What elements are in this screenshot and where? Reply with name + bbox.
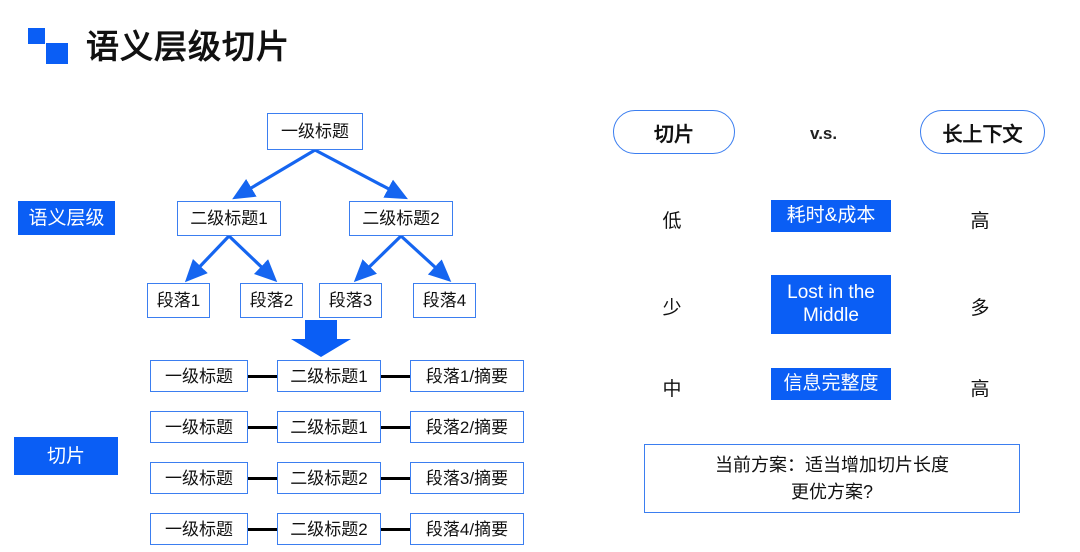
note-box: 当前方案：适当增加切片长度 更优方案? bbox=[644, 444, 1020, 513]
chain-1-h2[interactable]: 二级标题1 bbox=[277, 360, 381, 392]
chain-4-h1[interactable]: 一级标题 bbox=[150, 513, 248, 545]
label-chunk: 切片 bbox=[14, 437, 118, 475]
tree-node-para-2[interactable]: 段落2 bbox=[240, 283, 303, 318]
chain-3-h2[interactable]: 二级标题2 bbox=[277, 462, 381, 494]
chain-1-link-a bbox=[248, 375, 277, 378]
chain-4-link-a bbox=[248, 528, 277, 531]
cmp-row-2-left: 少 bbox=[662, 298, 682, 319]
tree-node-para-3[interactable]: 段落3 bbox=[319, 283, 382, 318]
cmp-row-1-left: 低 bbox=[662, 211, 682, 232]
tree-node-level2-2[interactable]: 二级标题2 bbox=[349, 201, 453, 236]
logo-square-small bbox=[28, 28, 45, 44]
chain-4-h2[interactable]: 二级标题2 bbox=[277, 513, 381, 545]
cmp-row-1-metric: 耗时&成本 bbox=[771, 200, 891, 232]
chain-3-para[interactable]: 段落3/摘要 bbox=[410, 462, 524, 494]
two-squares-logo-icon bbox=[28, 26, 74, 66]
chain-4-para[interactable]: 段落4/摘要 bbox=[410, 513, 524, 545]
page-title: 语义层级切片 bbox=[28, 26, 290, 66]
chain-2-link-b bbox=[381, 426, 410, 429]
down-arrow-icon bbox=[291, 320, 351, 357]
chain-2-link-a bbox=[248, 426, 277, 429]
page-title-text: 语义层级切片 bbox=[86, 27, 290, 65]
chain-2-h1[interactable]: 一级标题 bbox=[150, 411, 248, 443]
label-semantic-hierarchy: 语义层级 bbox=[18, 201, 115, 235]
chain-2-h2[interactable]: 二级标题1 bbox=[277, 411, 381, 443]
header-pill-long-context[interactable]: 长上下文 bbox=[920, 110, 1045, 154]
tree-node-level2-1[interactable]: 二级标题1 bbox=[177, 201, 281, 236]
chain-3-h1[interactable]: 一级标题 bbox=[150, 462, 248, 494]
chain-2-para[interactable]: 段落2/摘要 bbox=[410, 411, 524, 443]
chain-1-h1[interactable]: 一级标题 bbox=[150, 360, 248, 392]
cmp-row-3-right: 高 bbox=[970, 379, 990, 400]
cmp-row-1-right: 高 bbox=[970, 211, 990, 232]
logo-square-large bbox=[46, 43, 68, 64]
tree-node-para-1[interactable]: 段落1 bbox=[147, 283, 210, 318]
chain-3-link-a bbox=[248, 477, 277, 480]
note-line-2: 更优方案? bbox=[790, 481, 873, 502]
cmp-row-3-metric: 信息完整度 bbox=[771, 368, 891, 400]
tree-node-para-4[interactable]: 段落4 bbox=[413, 283, 476, 318]
chain-1-link-b bbox=[381, 375, 410, 378]
cmp-row-2-right: 多 bbox=[970, 298, 990, 319]
chain-1-para[interactable]: 段落1/摘要 bbox=[410, 360, 524, 392]
tree-node-root[interactable]: 一级标题 bbox=[267, 113, 363, 150]
note-line-1: 当前方案：适当增加切片长度 bbox=[715, 455, 949, 476]
cmp-row-3-left: 中 bbox=[662, 379, 682, 400]
chain-3-link-b bbox=[381, 477, 410, 480]
cmp-row-2-metric: Lost in the Middle bbox=[771, 275, 891, 334]
header-pill-chunk[interactable]: 切片 bbox=[613, 110, 735, 154]
header-vs-label: v.s. bbox=[810, 124, 838, 143]
chain-4-link-b bbox=[381, 528, 410, 531]
